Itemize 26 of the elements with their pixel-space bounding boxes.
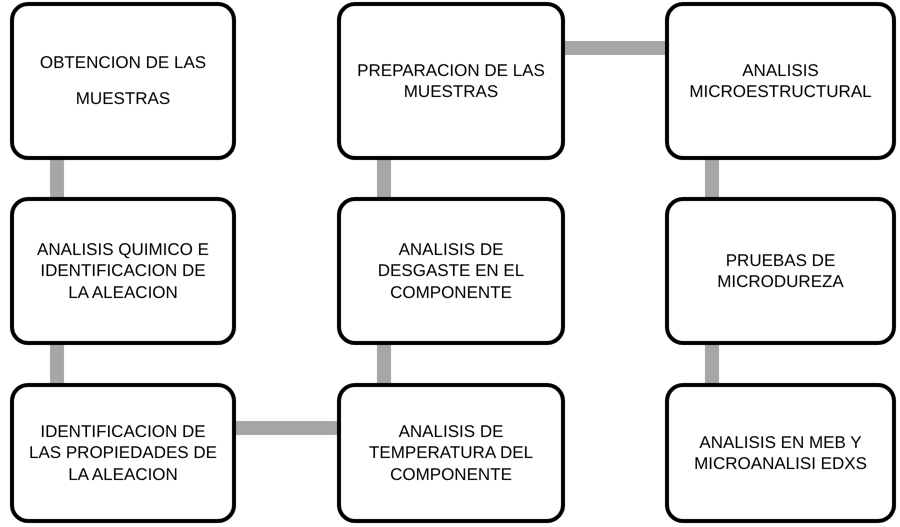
connector-bar (377, 160, 391, 197)
process-box (337, 197, 565, 345)
process-box (665, 383, 896, 523)
process-box (665, 2, 896, 160)
connector-bar (236, 421, 337, 435)
connector-bar (705, 160, 719, 197)
step-label: ANALISIS EN MEB Y MICROANALISI EDXS (693, 432, 868, 474)
connector-bar (50, 160, 64, 197)
step-label: PRUEBAS DE MICRODUREZA (716, 250, 845, 292)
process-box (10, 383, 236, 523)
step-label: IDENTIFICACION DE LAS PROPIEDADES DE LA ALEACION (28, 421, 218, 485)
step-label: ANALISIS MICROESTRUCTURAL (688, 60, 873, 102)
connector-bar (565, 41, 665, 55)
process-box (10, 2, 236, 160)
process-box (337, 383, 565, 523)
process-box (665, 197, 896, 345)
step-label: OBTENCION DE LAS MUESTRAS (38, 52, 208, 110)
process-box (337, 2, 565, 160)
step-label: ANALISIS DE TEMPERATURA DEL COMPONENTE (368, 421, 534, 485)
step-label: ANALISIS QUIMICO E IDENTIFICACION DE LA ALEACION (36, 239, 210, 303)
connector-bar (50, 345, 64, 383)
connector-bar (705, 345, 719, 383)
step-label: ANALISIS DE DESGASTE EN EL COMPONENTE (376, 239, 526, 303)
process-box (10, 197, 236, 345)
connector-bar (377, 345, 391, 383)
step-label: PREPARACION DE LAS MUESTRAS (356, 60, 546, 102)
